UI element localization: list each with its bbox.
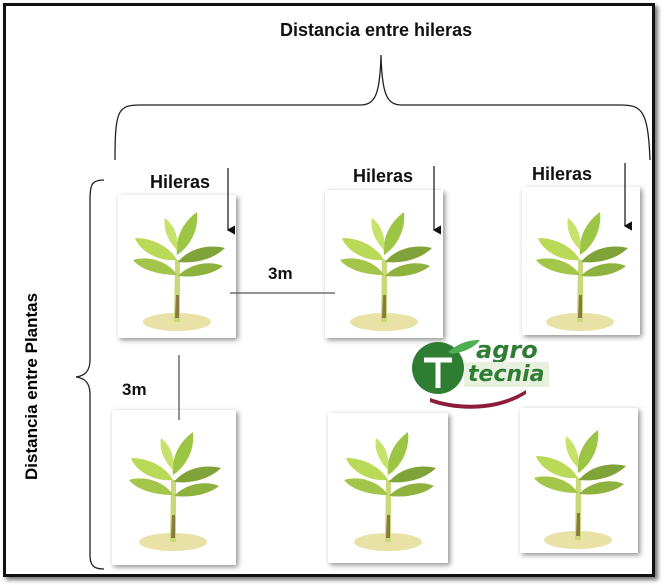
agrotecnia-logo-icon: [412, 340, 526, 409]
plant-r2c3: [534, 430, 626, 549]
left-brace: [75, 179, 105, 570]
agrotecnia-logo: agro tecnia: [408, 332, 549, 410]
logo-text-agro: agro: [476, 336, 538, 364]
plant-r1c3: [536, 212, 628, 331]
plant-r2c1: [129, 432, 221, 551]
hileras-label-2: Hileras: [353, 166, 414, 186]
plant-r2c2: [344, 432, 436, 551]
title-label: Distancia entre hileras: [280, 20, 473, 40]
hileras-label-3: Hileras: [532, 164, 593, 184]
hileras-label-1: Hileras: [150, 172, 211, 192]
plant-r1c2: [340, 212, 432, 331]
vertical-spacing-label: 3m: [122, 380, 147, 399]
vertical-axis-label: Distancia entre Plantas: [22, 292, 41, 480]
horizontal-spacing-label: 3m: [268, 264, 293, 283]
logo-text-tecnia: tecnia: [464, 362, 549, 387]
plant-r1c1: [133, 212, 225, 331]
top-brace: [114, 54, 651, 161]
